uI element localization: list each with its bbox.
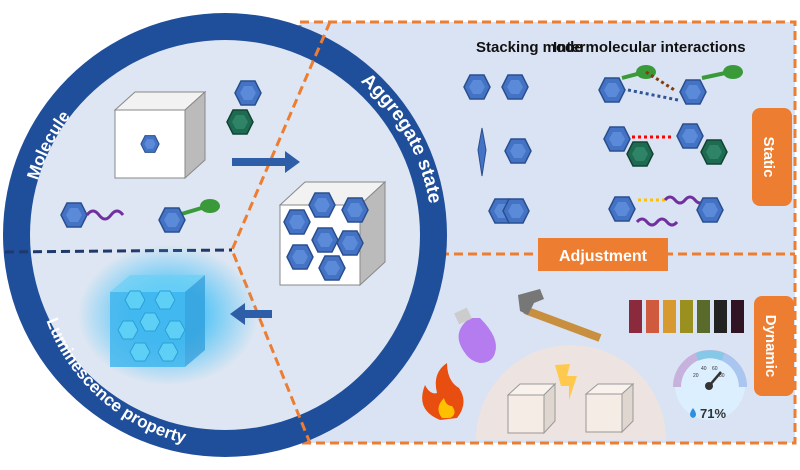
- fire-icon: [422, 363, 464, 420]
- chevron-divider: [230, 21, 332, 444]
- static-tag: Static: [752, 108, 792, 206]
- interaction-hydrogen-bond: [598, 65, 743, 105]
- stacking-header: Stacking mode: [476, 39, 583, 56]
- lightning-icon: [555, 364, 577, 400]
- molecule-with-group: [158, 199, 220, 233]
- dynamic-tag: Dynamic: [754, 296, 794, 396]
- glowing-cube: [78, 245, 258, 385]
- interaction-chain: [608, 195, 724, 227]
- pressure-cubes: [476, 345, 666, 440]
- arrow-right-icon: [232, 151, 300, 173]
- stacking-edge-on: [477, 127, 487, 177]
- ph-swatch: [629, 300, 642, 333]
- ph-swatch: [680, 300, 693, 333]
- ph-swatch: [663, 300, 676, 333]
- adjustment-tag: Adjustment: [538, 238, 668, 271]
- interaction-pi-stacking: [603, 123, 728, 167]
- green-hexagon-icon: [226, 109, 254, 135]
- gauge-tick: 40: [701, 366, 707, 372]
- ph-swatch: [731, 300, 744, 333]
- water-drop-icon: [690, 408, 696, 418]
- ph-swatch: [697, 300, 710, 333]
- humidity-value: 71%: [700, 406, 726, 421]
- gauge-tick: 20: [693, 373, 699, 379]
- svg-text:Adjustment: Adjustment: [559, 248, 648, 265]
- gauge-tick: 60: [712, 366, 718, 372]
- blue-hexagon-icon: [234, 80, 262, 106]
- humidity-gauge: 20 40 60 80 71%: [673, 350, 747, 421]
- arrow-left-icon: [230, 303, 272, 325]
- aggregate-cube: [278, 180, 387, 287]
- molecule-with-chain: [60, 202, 125, 228]
- ph-swatch: [714, 300, 727, 333]
- ph-swatch: [646, 300, 659, 333]
- hammer-icon: [518, 289, 602, 342]
- panel-border: [298, 20, 797, 445]
- light-bulb-icon: [454, 307, 496, 363]
- stacking-side-by-side: [463, 74, 491, 100]
- gauge-tick: 80: [719, 373, 725, 379]
- interactions-header: Intermolecular interactions: [553, 39, 746, 56]
- svg-text:Static: Static: [760, 137, 777, 178]
- single-molecule-cube: [113, 90, 207, 180]
- ph-color-strip: [629, 300, 744, 333]
- svg-text:Dynamic: Dynamic: [762, 315, 779, 378]
